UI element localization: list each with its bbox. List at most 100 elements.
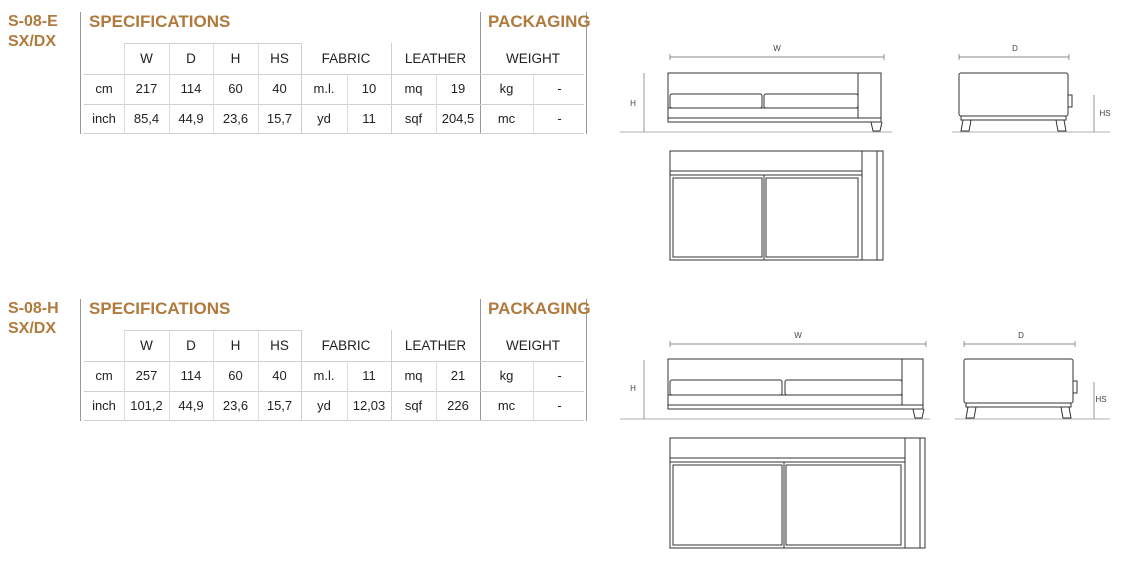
- specifications-title: SPECIFICATIONS: [89, 12, 231, 31]
- seat-cushion: [670, 94, 762, 108]
- sofa-front-body: [668, 73, 881, 118]
- cell-divider: [258, 43, 259, 134]
- cell-weight-value: -: [557, 398, 562, 413]
- seat-cushion: [764, 94, 858, 108]
- cell-h: 23,6: [222, 398, 249, 413]
- table-rule: [124, 330, 301, 331]
- dim-label-h: H: [630, 384, 636, 393]
- cell-fabric-unit: m.l.: [313, 81, 335, 96]
- cell-leather-value: 19: [450, 81, 466, 96]
- cell-hs: 40: [272, 368, 287, 383]
- table-divider: [586, 299, 587, 421]
- table-divider: [586, 12, 587, 134]
- cell-divider: [169, 330, 170, 421]
- cell-leather-value: 21: [450, 368, 466, 383]
- cell-d: 114: [180, 81, 202, 96]
- cell-h: 60: [228, 368, 243, 383]
- cell-weight-unit: mc: [497, 398, 516, 413]
- dim-label-hs: HS: [1099, 109, 1110, 118]
- packaging-title: PACKAGING: [488, 12, 591, 31]
- cell-divider: [213, 43, 214, 134]
- table-divider: [480, 12, 481, 134]
- cell-hs: 15,7: [266, 398, 293, 413]
- header-d: D: [186, 51, 196, 66]
- header-h: H: [230, 338, 241, 353]
- header-weight: WEIGHT: [506, 338, 560, 353]
- sofa-foot: [1056, 120, 1066, 131]
- table-rule: [84, 391, 584, 392]
- row-unit: inch: [92, 111, 116, 126]
- dim-label-h: H: [630, 99, 636, 108]
- product-code: S-08-H SX/DX: [8, 299, 59, 339]
- header-h: H: [230, 51, 241, 66]
- cell-d: 114: [180, 368, 202, 383]
- dim-label-hs: HS: [1095, 395, 1106, 404]
- cell-leather-unit: sqf: [404, 398, 423, 413]
- cell-fabric-value: 11: [362, 111, 376, 126]
- sofa-foot: [871, 122, 882, 131]
- sofa-foot: [913, 409, 924, 418]
- cell-leather-unit: mq: [404, 368, 423, 383]
- row-unit: cm: [95, 368, 113, 383]
- cell-hs: 40: [272, 81, 287, 96]
- table-rule: [84, 74, 584, 75]
- header-weight: WEIGHT: [506, 51, 560, 66]
- table-rule: [84, 361, 584, 362]
- seat-cushion: [670, 380, 782, 395]
- technical-drawing: W D H HS: [0, 331, 1125, 567]
- cell-fabric-value: 11: [362, 368, 376, 383]
- sofa-side-body: [964, 359, 1073, 403]
- cell-w: 257: [135, 368, 158, 383]
- cell-fabric-value: 10: [361, 81, 377, 96]
- cell-w: 101,2: [130, 398, 163, 413]
- table-divider: [301, 330, 302, 421]
- sofa-foot: [961, 120, 971, 131]
- cell-w: 85,4: [133, 111, 160, 126]
- cell-fabric-value: 12,03: [352, 398, 386, 413]
- cell-h: 60: [228, 81, 243, 96]
- sofa-top-view: [670, 151, 883, 260]
- product-code: S-08-E SX/DX: [8, 12, 58, 52]
- cell-divider: [436, 74, 437, 134]
- product-code-line1: S-08-E: [8, 13, 58, 30]
- cell-divider: [347, 361, 348, 421]
- header-w: W: [140, 51, 153, 66]
- table-divider: [80, 12, 81, 134]
- cell-d: 44,9: [178, 111, 204, 126]
- table-rule: [84, 420, 584, 421]
- cell-h: 23,6: [222, 111, 249, 126]
- specifications-title: SPECIFICATIONS: [89, 299, 231, 318]
- row-unit: inch: [92, 398, 116, 413]
- dim-label-d: D: [1018, 331, 1024, 340]
- header-leather: LEATHER: [404, 338, 467, 353]
- table-divider: [301, 43, 302, 134]
- cell-weight-value: -: [557, 368, 562, 383]
- table-rule: [124, 43, 301, 44]
- header-fabric: FABRIC: [321, 338, 371, 353]
- sofa-side-body: [959, 73, 1068, 116]
- cell-divider: [213, 330, 214, 421]
- sofa-front-body: [668, 359, 923, 405]
- product-code-line2: SX/DX: [8, 320, 57, 337]
- header-hs: HS: [270, 51, 289, 66]
- table-divider: [391, 330, 392, 421]
- cell-leather-value: 226: [447, 398, 469, 413]
- row-unit: cm: [95, 81, 113, 96]
- cell-divider: [533, 361, 534, 421]
- cell-fabric-unit: m.l.: [313, 368, 335, 383]
- cell-divider: [436, 361, 437, 421]
- header-hs: HS: [270, 338, 289, 353]
- cell-divider: [347, 74, 348, 134]
- cell-leather-unit: sqf: [404, 111, 423, 126]
- header-fabric: FABRIC: [321, 51, 371, 66]
- sofa-foot: [1061, 407, 1071, 418]
- cell-fabric-unit: yd: [317, 398, 331, 413]
- product-code-line2: SX/DX: [8, 33, 57, 50]
- table-rule: [84, 104, 584, 105]
- cell-w: 217: [135, 81, 158, 96]
- technical-drawing: W D H HS: [0, 44, 1111, 280]
- table-divider: [80, 299, 81, 421]
- packaging-title: PACKAGING: [488, 299, 591, 318]
- cell-d: 44,9: [178, 398, 204, 413]
- dim-label-w: W: [773, 44, 781, 53]
